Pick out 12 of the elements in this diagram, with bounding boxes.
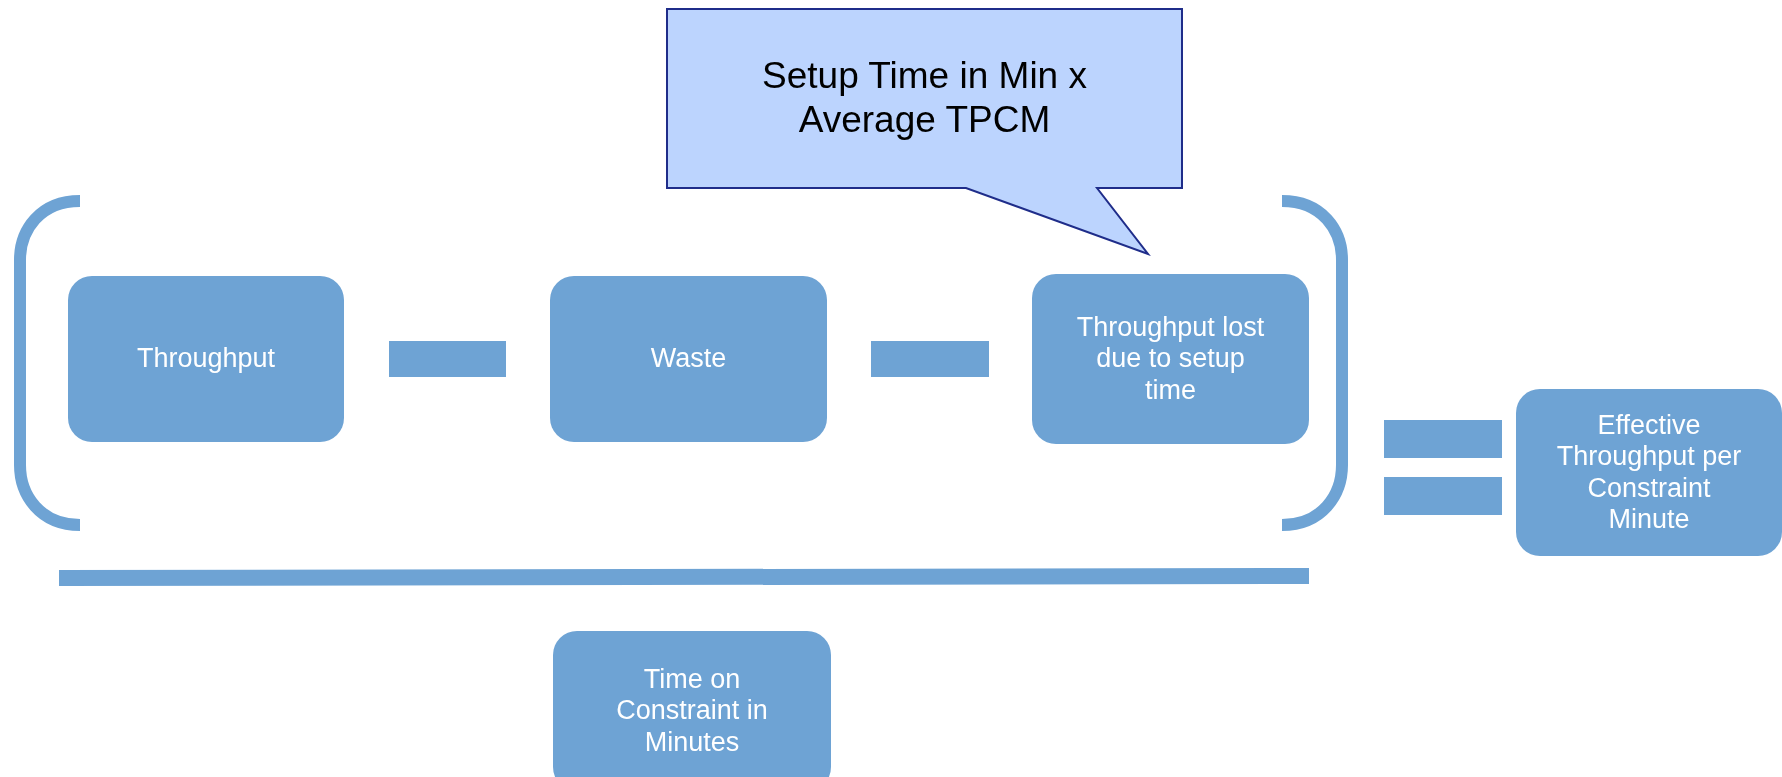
term-box [1516,389,1782,556]
term-label: Waste [650,343,727,375]
term-label: Effective Throughput per Constraint Minute [1555,410,1743,535]
term-box [68,276,344,442]
callout-bubble [666,8,1184,256]
term-box [1032,274,1309,444]
term-label: Time on Constraint in Minutes [615,664,769,758]
term-box [553,631,831,777]
term-box [550,276,827,442]
term-label: Throughput lost due to setup time [1075,312,1266,406]
term-label: Throughput [136,343,276,375]
callout-text: Setup Time in Min x Average TPCM [761,53,1088,142]
